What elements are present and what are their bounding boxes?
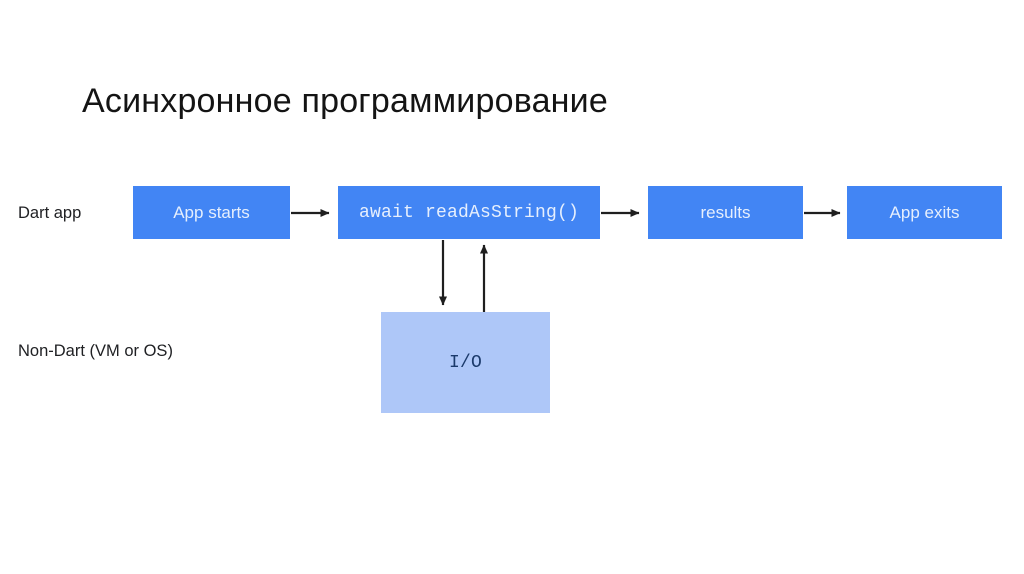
node-io-label: I/O <box>448 352 482 373</box>
node-app-starts[interactable]: App starts <box>133 186 290 239</box>
node-io[interactable]: I/O <box>381 312 550 413</box>
node-await-read-as-string-label: await readAsString() <box>358 202 580 223</box>
node-results[interactable]: results <box>648 186 803 239</box>
node-results-label: results <box>700 203 751 222</box>
node-await-read-as-string[interactable]: await readAsString() <box>338 186 600 239</box>
node-app-starts-label: App starts <box>173 203 250 222</box>
lane-label-dart-app: Dart app <box>18 204 82 222</box>
node-app-exits[interactable]: App exits <box>847 186 1002 239</box>
lane-label-non-dart: Non-Dart (VM or OS) <box>18 342 173 360</box>
page-title: Асинхронное программирование <box>82 81 608 120</box>
node-app-exits-label: App exits <box>889 203 960 222</box>
